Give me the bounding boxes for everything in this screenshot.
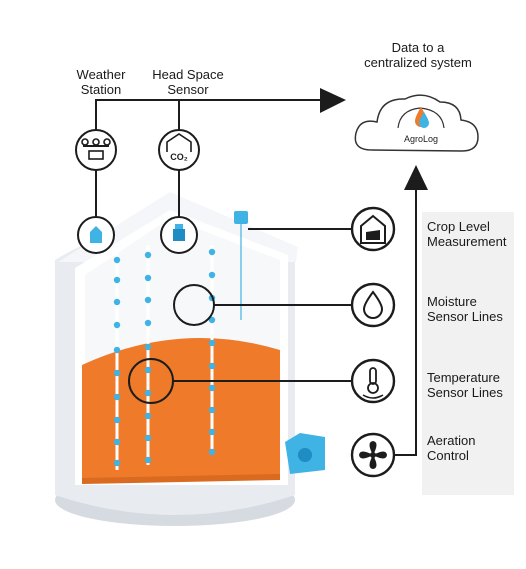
- temperature-highlight-ring: [128, 358, 174, 404]
- moisture-drop-icon: [350, 282, 396, 328]
- data-destination-label: Data to a centralized system: [364, 40, 472, 70]
- head-space-sensor-label: Head Space Sensor: [152, 67, 224, 97]
- sensor-cables: [115, 245, 214, 470]
- temperature-label: Temperature Sensor Lines: [427, 370, 503, 400]
- svg-text:CO₂: CO₂: [170, 152, 188, 162]
- crop-level-icon: [350, 206, 396, 252]
- sensor-beads: [113, 248, 216, 467]
- svg-text:AgroLog: AgroLog: [404, 134, 438, 144]
- head-space-sensor-icon: CO₂: [158, 129, 200, 171]
- crop-level-sensor: [234, 211, 248, 224]
- agrolog-logo: AgroLog: [404, 107, 438, 144]
- fan-icon: [350, 432, 396, 478]
- thermometer-icon: [350, 358, 396, 404]
- arrow-to-cloud-icon: [320, 88, 346, 113]
- label-panel-background: [422, 212, 514, 495]
- head-space-sensor-node-icon: [160, 216, 198, 254]
- connector-lines: [95, 99, 417, 456]
- grain-fill: [82, 338, 280, 478]
- aeration-label: Aeration Control: [427, 433, 476, 463]
- weather-sensor-node-icon: [77, 216, 115, 254]
- weather-station-label: Weather Station: [76, 67, 126, 97]
- moisture-highlight-ring: [173, 284, 215, 326]
- arrow-up-icon: [404, 165, 428, 190]
- crop-level-label: Crop Level Measurement: [427, 219, 507, 249]
- aeration-fan-unit: [285, 433, 325, 474]
- weather-station-icon: [75, 129, 117, 171]
- moisture-label: Moisture Sensor Lines: [427, 294, 503, 324]
